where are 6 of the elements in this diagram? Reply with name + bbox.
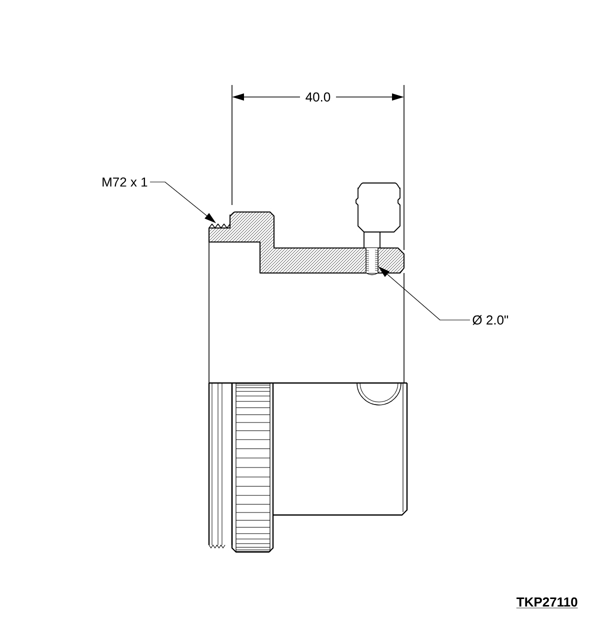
part-number: TKP27110 — [516, 597, 578, 608]
thread-drawing — [208, 224, 230, 228]
callout-text: Ø 2.0" — [472, 315, 508, 325]
dimension-label: 40.0 — [303, 90, 333, 104]
tapped-hole-drawing — [366, 248, 378, 276]
callout-text: M72 x 1 — [102, 177, 148, 187]
